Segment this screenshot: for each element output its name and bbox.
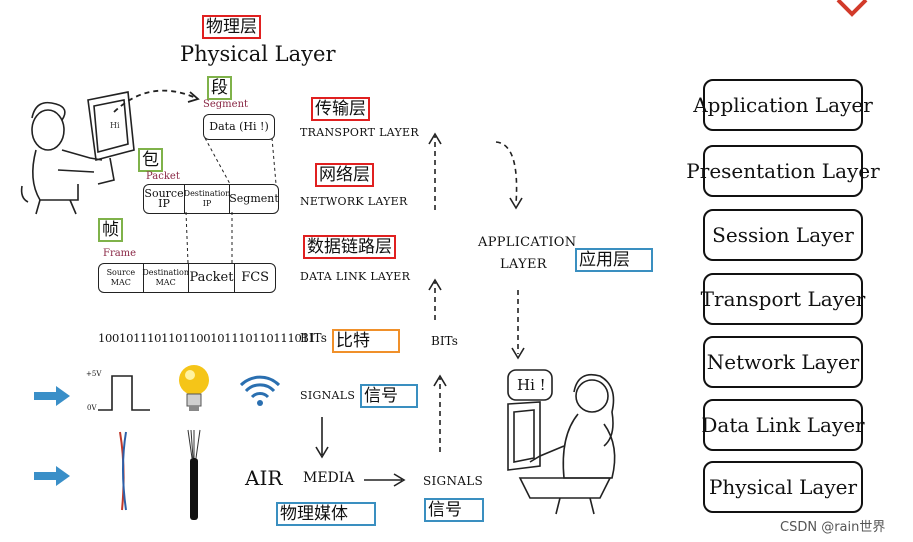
packet-cn: 包 (138, 148, 163, 172)
segment-curve-arrow (113, 89, 200, 113)
media-cn: 物理媒体 (276, 502, 376, 526)
application-label-1: APPLICATION (478, 235, 577, 250)
brand-logo (836, 0, 868, 17)
physical-layer-cn: 物理层 (202, 15, 261, 39)
right-arrow (364, 473, 406, 487)
osi-physical-layer: Physical Layer (703, 461, 863, 513)
signal-arrow-icon (34, 386, 70, 406)
physical-layer-title: Physical Layer (180, 42, 336, 66)
segment-box: Data (Hi !) (203, 114, 275, 140)
application-label-2: LAYER (500, 257, 547, 272)
signals-cn: 信号 (360, 384, 418, 408)
osi-transport-layer: Transport Layer (701, 273, 865, 325)
packet-box: Source IP Destination IP Segment (143, 184, 279, 214)
media-arrow-icon (34, 466, 70, 486)
bits-label: BITs (300, 331, 327, 345)
packet-cell-source-ip: Source IP (144, 185, 185, 213)
receiver-person-illustration (507, 369, 616, 515)
segment-tag: Segment (203, 99, 249, 110)
segment-cn: 段 (207, 76, 232, 100)
bits-right: BITs (431, 334, 458, 348)
down-arrow (315, 417, 329, 459)
signals-label: SIGNALS (300, 389, 356, 402)
network-layer-cn: 网络层 (315, 163, 374, 187)
up-arrow-mid (428, 278, 442, 320)
packet-cell-segment: Segment (229, 192, 279, 205)
signals-bottom: SIGNALS (423, 474, 484, 488)
datalink-layer-cn: 数据链路层 (303, 235, 396, 259)
bit-stream: 1001011101101100101110110111011 (98, 331, 316, 345)
watermark: CSDN @rain世界 (780, 520, 886, 535)
square-wave-icon (98, 375, 150, 411)
media-label: MEDIA (303, 470, 355, 486)
sender-person-illustration: Hi (20, 91, 135, 215)
osi-session-layer: Session Layer (703, 209, 863, 261)
up-arrow-top (428, 132, 442, 210)
copper-cable-icon (119, 431, 127, 511)
hi-bubble: Hi ! (517, 376, 546, 394)
bits-cn: 比特 (332, 329, 400, 353)
voltage-low: 0V (87, 404, 97, 412)
signals-bottom-cn: 信号 (424, 498, 484, 522)
frame-cn: 帧 (98, 218, 123, 242)
fiber-cable-icon (187, 429, 201, 520)
voltage-high: +5V (86, 370, 102, 378)
up-arrow-bottom (433, 374, 447, 452)
network-layer-en: NETWORK LAYER (300, 195, 408, 208)
packet-tag: Packet (146, 171, 180, 182)
frame-cell-destination-mac: Destination MAC (142, 264, 189, 292)
segment-data: Data (Hi !) (209, 120, 269, 133)
osi-application-layer: Application Layer (693, 79, 873, 131)
svg-text:Hi: Hi (110, 121, 120, 130)
light-bulb-icon (179, 365, 209, 411)
frame-box: Source MAC Destination MAC Packet FCS (98, 263, 276, 293)
frame-cell-source-mac: Source MAC (99, 264, 144, 292)
frame-tag: Frame (103, 248, 137, 259)
application-cn: 应用层 (575, 248, 653, 272)
transport-layer-cn: 传输层 (311, 97, 370, 121)
frame-cell-packet: Packet (189, 264, 236, 292)
packet-cell-destination-ip: Destination IP (184, 185, 230, 213)
osi-datalink-layer: Data Link Layer (701, 399, 865, 451)
wifi-icon (240, 375, 280, 406)
osi-presentation-layer: Presentation Layer (686, 145, 880, 197)
transport-layer-en: TRANSPORT LAYER (300, 126, 419, 139)
curve-down-arrow (495, 141, 523, 210)
osi-network-layer: Network Layer (703, 336, 863, 388)
datalink-layer-en: DATA LINK LAYER (300, 270, 411, 283)
air-label: AIR (245, 466, 283, 490)
frame-cell-fcs: FCS (241, 270, 270, 285)
down-arrow-application (511, 290, 525, 360)
